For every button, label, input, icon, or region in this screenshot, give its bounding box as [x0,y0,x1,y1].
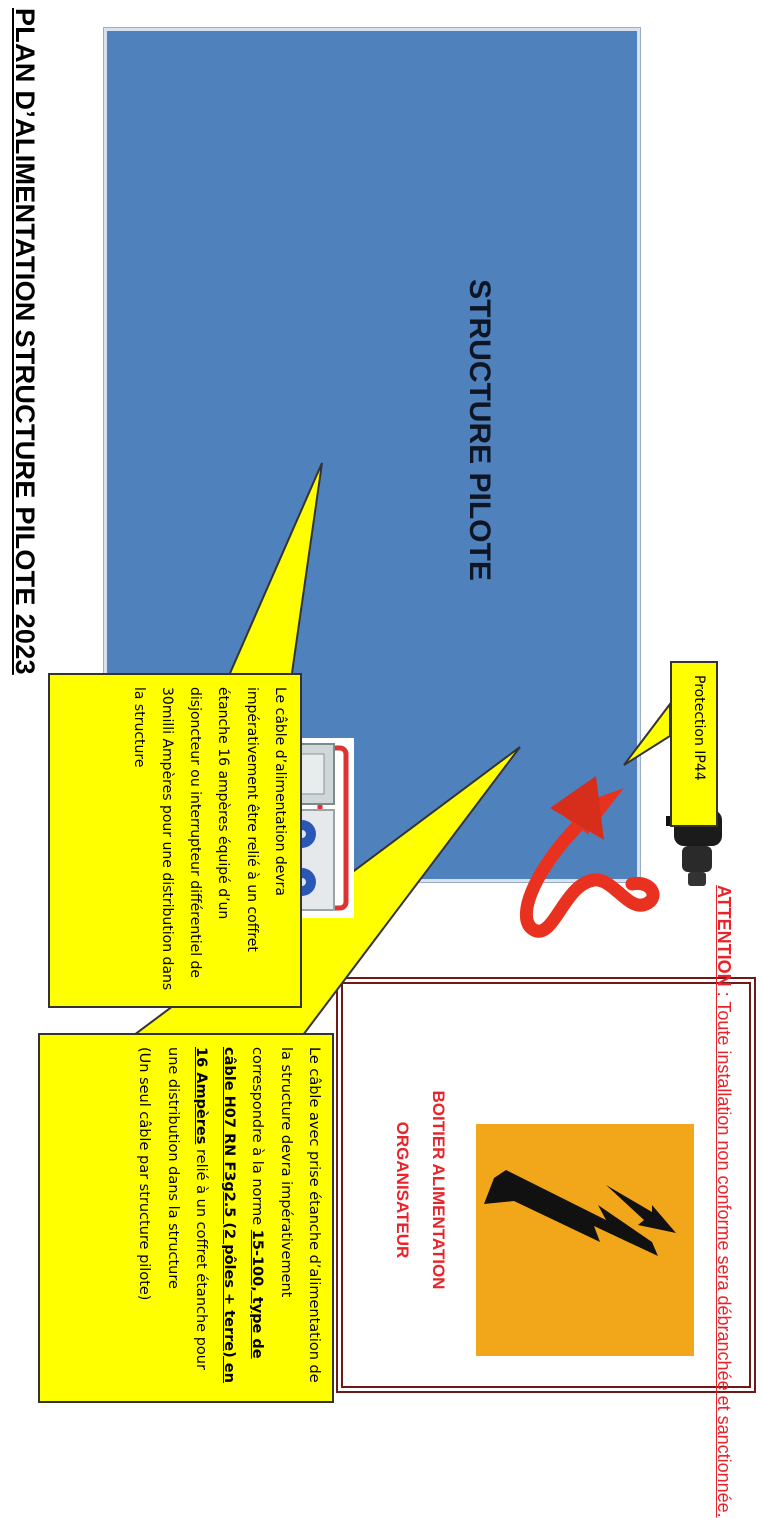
breaker-callout-pointer [222,462,323,688]
ip44-callout: Protection IP44 [670,661,718,827]
diagram-page: PLAN D’ALIMENTATION STRUCTURE PILOTE 202… [10,8,756,1518]
cable-callout-note: (Un seul câble par structure pilote) [136,1047,153,1301]
ip44-callout-pointer [623,701,671,766]
high-voltage-icon [476,1124,694,1356]
warning-lead: ATTENTION [714,885,734,987]
warning-notice: ATTENTION : Toute installation non confo… [713,885,734,1518]
breaker-callout: Le câble d’alimentation devra impérative… [48,673,302,1008]
warning-text: : Toute installation non conforme sera d… [714,986,734,1518]
cable-arrow-icon [519,776,660,938]
cable-standard-callout: Le câble avec prise étanche d’alimentati… [38,1033,334,1403]
